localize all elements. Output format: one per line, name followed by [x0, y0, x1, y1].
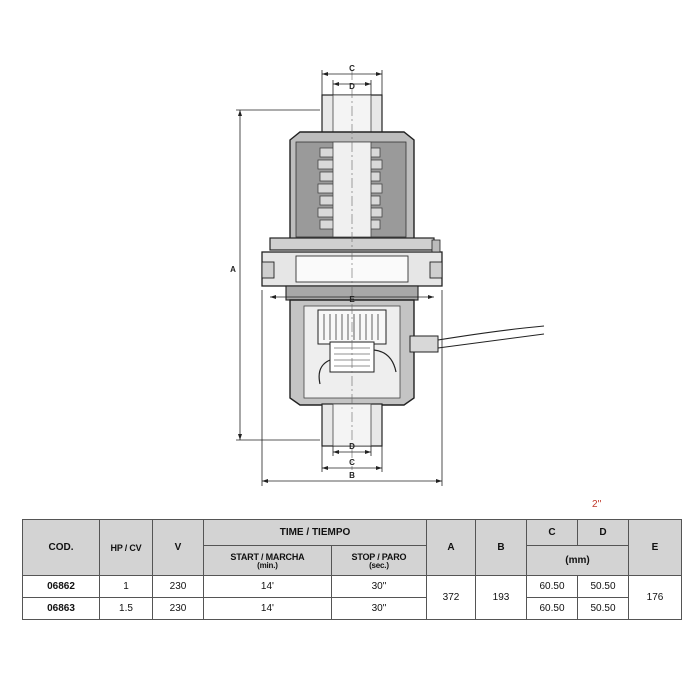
header-start: START / MARCHA (min.)	[203, 545, 332, 576]
row-cod: 06862	[22, 575, 100, 598]
row-cod: 06863	[22, 597, 100, 620]
header-a: A	[426, 519, 476, 576]
header-cod: COD.	[22, 519, 100, 576]
header-e: E	[628, 519, 682, 576]
dim-label-d-top: D	[349, 82, 355, 91]
header-stop-label: STOP / PARO	[351, 551, 407, 562]
header-c: C	[526, 519, 578, 546]
row-hp: 1.5	[99, 597, 153, 620]
header-stop-unit: (sec.)	[369, 560, 389, 570]
header-b: B	[475, 519, 527, 576]
header-mm-unit: (mm)	[526, 545, 629, 576]
dim-label-c-top: C	[349, 64, 355, 73]
header-time: TIME / TIEMPO	[203, 519, 427, 546]
header-start-unit: (min.)	[257, 560, 278, 570]
dim-label-e: E	[349, 295, 355, 304]
lower-housing	[289, 299, 439, 406]
pump-technical-drawing: C D A E D C B	[230, 64, 545, 486]
header-hp: HP / CV	[99, 519, 153, 576]
dim-label-b: B	[349, 471, 355, 480]
header-v: V	[152, 519, 204, 576]
header-start-label: START / MARCHA	[230, 551, 305, 562]
header-d: D	[577, 519, 629, 546]
value-a: 372	[426, 575, 476, 620]
header-stop: STOP / PARO (sec.)	[330, 545, 428, 576]
row-hp: 1	[99, 575, 153, 598]
row-v: 230	[152, 575, 204, 598]
row-start: 14'	[203, 575, 332, 598]
value-b: 193	[475, 575, 527, 620]
row-d: 50.50	[577, 597, 629, 620]
power-cable	[437, 325, 545, 341]
specification-table: COD. HP / CV V TIME / TIEMPO A B C D E S…	[22, 519, 682, 620]
dim-label-a: A	[230, 265, 236, 274]
row-start: 14'	[203, 597, 332, 620]
value-e: 176	[628, 575, 682, 620]
table-row: 06862 1 230 14' 30" 372 193 60.50 50.50 …	[22, 575, 682, 620]
row-stop: 30"	[330, 597, 428, 620]
table-row: 06863 1.5 230 14' 30" 60.50 50.50	[22, 597, 682, 620]
row-c: 60.50	[526, 597, 578, 620]
dim-label-c-bottom: C	[349, 458, 355, 467]
row-stop: 30"	[330, 575, 428, 598]
row-d: 50.50	[577, 575, 629, 598]
row-c: 60.50	[526, 575, 578, 598]
row-v: 230	[152, 597, 204, 620]
size-note: 2''	[592, 499, 602, 510]
dim-label-d-bottom: D	[349, 442, 355, 451]
